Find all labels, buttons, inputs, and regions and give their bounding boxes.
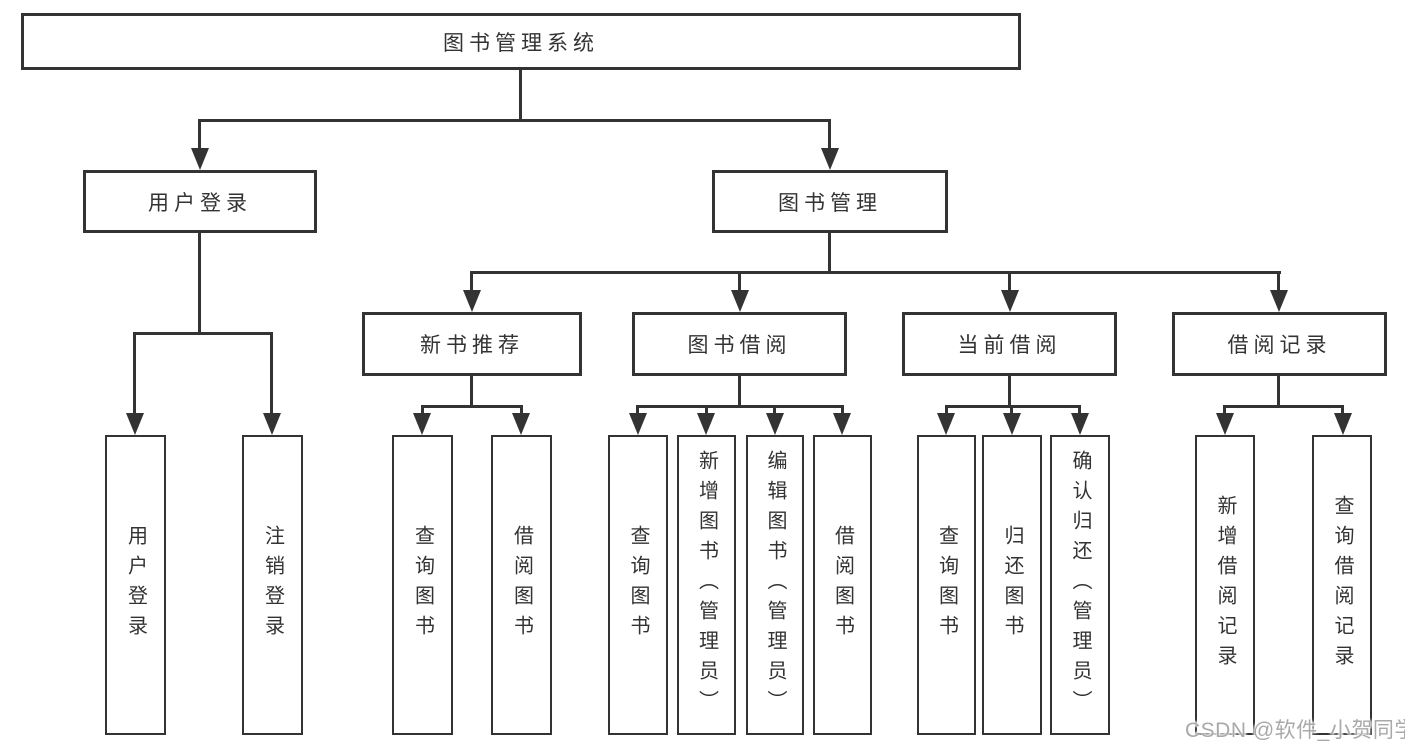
leaf-nb-borrow-book: 借阅图书: [491, 435, 552, 735]
connector-bookborrow-stub: [738, 376, 741, 407]
connector-bookmgmt-stem-4: [1277, 271, 1280, 292]
node-new-book-recommend: 新书推荐: [362, 312, 582, 376]
connector-currentborrow-stem-1: [945, 405, 948, 416]
connector-bookborrow-stem-4: [841, 405, 844, 416]
connector-bookmgmt-stem-1: [470, 271, 473, 292]
arrowhead-to-nb-query: [413, 413, 431, 435]
leaf-bb-query-book: 查询图书: [608, 435, 668, 735]
node-book-borrow: 图书借阅: [632, 312, 847, 376]
connector-bookmgmt-stub: [828, 233, 831, 272]
arrowhead-to-bb-edit: [766, 413, 784, 435]
connector-userlogin-stub: [198, 233, 201, 334]
arrowhead-to-cb-query: [937, 413, 955, 435]
leaf-bb-add-book-admin: 新增图书（管理员）: [677, 435, 736, 735]
connector-currentborrow-stem-3: [1078, 405, 1081, 416]
arrowhead-to-bb-query: [629, 413, 647, 435]
connector-newbook-stub: [470, 376, 473, 407]
leaf-user-login: 用户登录: [105, 435, 166, 735]
arrowhead-to-current-borrow: [1001, 290, 1019, 312]
connector-bookmgmt-branch: [471, 271, 1281, 274]
arrowhead-to-br-query: [1334, 413, 1352, 435]
arrowhead-to-bb-add: [697, 413, 715, 435]
connector-bookmgmt-stem-2: [738, 271, 741, 292]
arrowhead-to-br-add: [1216, 413, 1234, 435]
connector-newbook-stem-2: [520, 405, 523, 416]
leaf-cb-query-book: 查询图书: [917, 435, 976, 735]
leaf-cb-confirm-return-admin: 确认归还（管理员）: [1050, 435, 1110, 735]
arrowhead-to-nb-borrow: [512, 413, 530, 435]
connector-borrowrecords-stem-1: [1223, 405, 1226, 416]
connector-root-branch: [199, 119, 831, 122]
arrowhead-to-user-login: [191, 148, 209, 170]
leaf-bb-edit-book-admin: 编辑图书（管理员）: [746, 435, 804, 735]
node-book-management: 图书管理: [712, 170, 948, 233]
arrowhead-to-user-login-leaf: [126, 413, 144, 435]
connector-currentborrow-stem-2: [1010, 405, 1013, 416]
connector-userlogin-branch: [134, 332, 273, 335]
leaf-cb-return-book: 归还图书: [982, 435, 1042, 735]
arrowhead-to-bb-borrow: [833, 413, 851, 435]
arrowhead-to-book-borrow: [731, 290, 749, 312]
node-user-login: 用户登录: [83, 170, 317, 233]
leaf-br-query-record: 查询借阅记录: [1312, 435, 1372, 735]
connector-userlogin-stem-left: [133, 332, 136, 414]
connector-currentborrow-branch: [945, 405, 1081, 408]
connector-bookborrow-stem-3: [773, 405, 776, 416]
connector-root-stub: [519, 68, 522, 122]
connector-root-stem-right: [828, 119, 831, 149]
node-borrow-records: 借阅记录: [1172, 312, 1387, 376]
connector-newbook-stem-1: [421, 405, 424, 416]
connector-bookborrow-stem-1: [636, 405, 639, 416]
leaf-nb-query-book: 查询图书: [392, 435, 453, 735]
connector-bookmgmt-stem-3: [1008, 271, 1011, 292]
arrowhead-to-cb-confirm: [1071, 413, 1089, 435]
node-root-library-system: 图书管理系统: [21, 13, 1021, 70]
arrowhead-to-borrow-records: [1270, 290, 1288, 312]
connector-root-stem-left: [198, 119, 201, 149]
node-current-borrow: 当前借阅: [902, 312, 1117, 376]
leaf-br-add-record: 新增借阅记录: [1195, 435, 1255, 735]
connector-borrowrecords-stem-2: [1341, 405, 1344, 416]
arrowhead-to-cb-return: [1003, 413, 1021, 435]
arrowhead-to-book-management: [821, 148, 839, 170]
connector-userlogin-stem-right: [270, 332, 273, 414]
leaf-bb-borrow-book: 借阅图书: [813, 435, 872, 735]
leaf-logout: 注销登录: [242, 435, 303, 735]
connector-borrowrecords-branch: [1223, 405, 1344, 408]
connector-bookborrow-branch: [636, 405, 844, 408]
csdn-watermark: CSDN @软件_小贺同学: [1185, 719, 1405, 742]
connector-borrowrecords-stub: [1277, 376, 1280, 407]
connector-newbook-branch: [421, 405, 523, 408]
arrowhead-to-logout-leaf: [263, 413, 281, 435]
connector-bookborrow-stem-2: [705, 405, 708, 416]
connector-currentborrow-stub: [1008, 376, 1011, 407]
arrowhead-to-new-book: [463, 290, 481, 312]
